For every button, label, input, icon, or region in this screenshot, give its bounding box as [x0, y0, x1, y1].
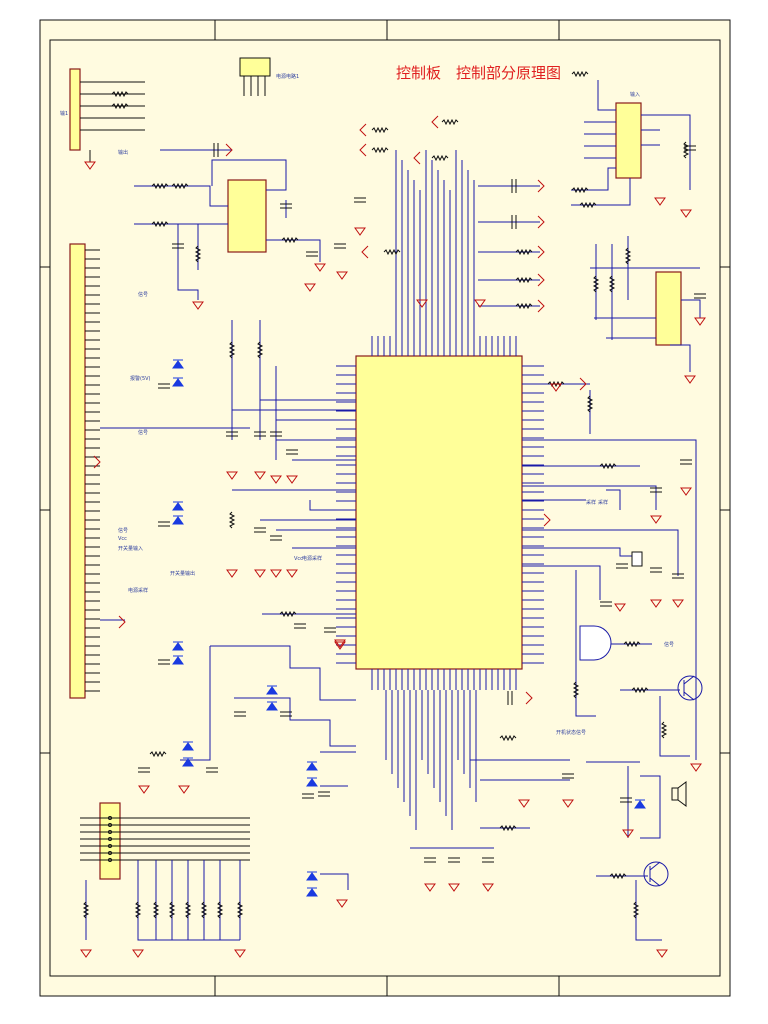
label-l7: 信号: [138, 291, 148, 298]
left-connector: [69, 243, 86, 699]
label-l8: 信号: [138, 429, 148, 436]
label-l10: 开关量输入: [118, 545, 143, 552]
label-l12: 电源采样: [128, 587, 148, 594]
top-right-ic: [615, 102, 642, 179]
diode-group: [172, 359, 646, 897]
upper-left-ic-wires: [134, 149, 321, 300]
left-connector-pins: [85, 249, 100, 692]
label-l6: 报警(5V): [130, 375, 151, 382]
top-header-pins: [243, 76, 266, 96]
bottom-wiring: [85, 860, 241, 941]
label-l14: 采样: [586, 499, 596, 506]
mcu-pins-bottom: [371, 669, 570, 849]
and-gate: [579, 625, 612, 661]
crystal: [631, 551, 643, 567]
resistors: [82, 70, 690, 919]
label-l4: 输入: [630, 91, 640, 98]
label-l3: 电源电路1: [276, 73, 299, 80]
right-middle-ic: [655, 271, 682, 346]
title-board: 控制板: [396, 64, 441, 82]
top-header-connector: [239, 57, 271, 77]
label-l13: 电源采样: [302, 555, 322, 562]
label-l17: Vcc: [118, 536, 127, 542]
power-arrows: [93, 115, 587, 705]
transistor-upper: [677, 675, 703, 701]
label-l16: 开机状态信号: [556, 729, 586, 736]
right-middle-ic-wires: [590, 236, 701, 372]
right-side-wiring: [522, 383, 697, 941]
left-zone-wiring: [100, 320, 356, 890]
ground-symbols: [80, 161, 706, 958]
bottom-left-bus: [80, 816, 250, 862]
label-l11: 开关量输出: [170, 570, 195, 577]
drawing-border: [49, 39, 721, 977]
transistor-lower: [643, 861, 669, 887]
capacitors: [138, 143, 706, 863]
label-l1: 输1: [60, 110, 68, 117]
upper-left-ic: [227, 179, 267, 253]
label-l9: 信号: [118, 527, 128, 534]
label-l5: 信号: [664, 641, 674, 648]
mcu-pins-right: [522, 365, 544, 664]
speaker: [671, 781, 687, 807]
label-l2: 输出: [118, 149, 128, 156]
label-l15: 采样: [598, 499, 608, 506]
zone-ticks: [40, 20, 730, 996]
label-l18: Vcc: [294, 556, 303, 562]
top-left-connector: [69, 68, 81, 151]
title-section: 控制部分原理图: [456, 64, 561, 82]
main-mcu-chip: [355, 355, 523, 670]
mcu-pins-top: [371, 150, 540, 356]
